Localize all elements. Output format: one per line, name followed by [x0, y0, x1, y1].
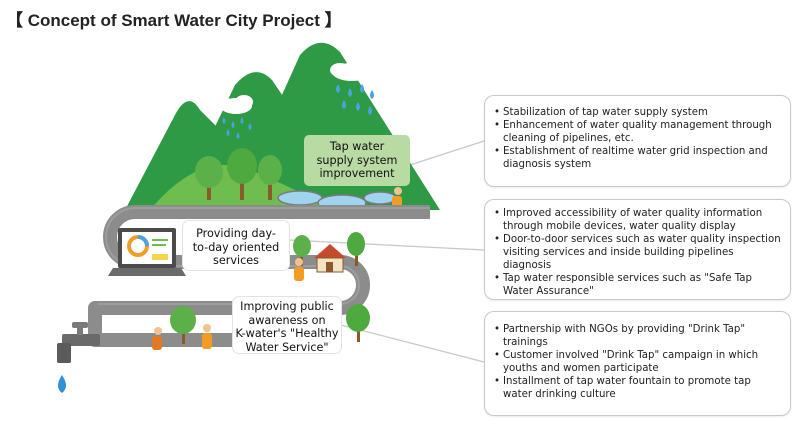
- raindrop-icon: [342, 100, 346, 109]
- card-tap-water-supply: Stabilization of tap water supply system…: [484, 95, 791, 187]
- bullet-item: Enhancement of water quality management …: [494, 119, 782, 145]
- faucet-icon: [57, 322, 100, 363]
- card-public-awareness: Partnership with NGOs by providing "Drin…: [484, 311, 791, 416]
- stage-label-public-awareness: Improving public awareness on K-water's …: [233, 297, 341, 354]
- stage-label-line: Improving public: [240, 300, 334, 313]
- raindrop-icon: [356, 102, 360, 111]
- tree-icon: [227, 148, 257, 200]
- bullet-item: Door-to-door services such as water qual…: [494, 233, 782, 272]
- tree-icon: [346, 304, 370, 342]
- person-icon: [202, 324, 212, 349]
- raindrop-icon: [236, 132, 240, 139]
- stage-label-day-to-day-services: Providing day- to-day oriented services: [183, 221, 289, 270]
- tree-icon: [258, 155, 282, 200]
- raindrop-icon: [226, 129, 230, 136]
- worker-person-icon: [294, 258, 304, 281]
- person-icon: [152, 327, 162, 350]
- bullet-item: Customer involved "Drink Tap" campaign i…: [494, 349, 782, 375]
- tree-icon: [347, 232, 365, 266]
- raindrop-icon: [248, 123, 252, 130]
- connector-line-2: [288, 239, 485, 251]
- house-icon: [314, 244, 346, 273]
- card-day-to-day-services: Improved accessibility of water quality …: [484, 199, 791, 300]
- stage-label-line: awareness on: [248, 313, 326, 327]
- bullet-item: Improved accessibility of water quality …: [494, 207, 782, 233]
- raindrop-icon: [222, 117, 226, 124]
- cloud-right: [330, 60, 373, 81]
- stage-label-line: improvement: [319, 167, 395, 180]
- stage-label-tap-water-supply: Tap water supply system improvement: [304, 135, 410, 186]
- bottom-trees: [170, 304, 370, 344]
- stage-label-line: services: [213, 254, 259, 267]
- connector-line-3: [340, 324, 485, 363]
- laptop-icon: [108, 228, 186, 276]
- stage-label-line: to-day oriented: [192, 240, 280, 254]
- raindrop-icon: [368, 106, 372, 115]
- raindrop-icon: [360, 84, 364, 93]
- water-drop-icon: [58, 375, 66, 393]
- connector-line-1: [409, 140, 485, 166]
- bullet-item: Tap water responsible services such as "…: [494, 272, 782, 298]
- stage-label-line: Water Service": [245, 340, 329, 354]
- raindrop-icon: [240, 117, 244, 124]
- stage-label-line: K-water's "Healthy: [235, 327, 339, 340]
- raindrops: [218, 60, 374, 139]
- tree-icon: [170, 306, 196, 344]
- stage-label-line: supply system: [316, 153, 398, 167]
- raindrop-icon: [231, 121, 235, 128]
- diagram-title: 【 Concept of Smart Water City Project 】: [6, 11, 342, 30]
- bullet-item: Partnership with NGOs by providing "Drin…: [494, 323, 782, 349]
- raindrop-icon: [336, 84, 340, 93]
- raindrop-icon: [370, 90, 374, 99]
- connector-lines: [288, 140, 485, 363]
- cloud-left: [218, 95, 253, 114]
- tree-icon: [195, 156, 223, 200]
- raindrop-icon: [348, 88, 352, 97]
- bullet-item: Establishment of realtime water grid ins…: [494, 145, 782, 171]
- bullet-item: Installment of tap water fountain to pro…: [494, 375, 782, 401]
- stage-label-line: Providing day-: [196, 227, 276, 240]
- stage-label-line: Tap water: [329, 140, 385, 153]
- hill-trees: [195, 148, 282, 200]
- bullet-item: Stabilization of tap water supply system: [494, 106, 782, 119]
